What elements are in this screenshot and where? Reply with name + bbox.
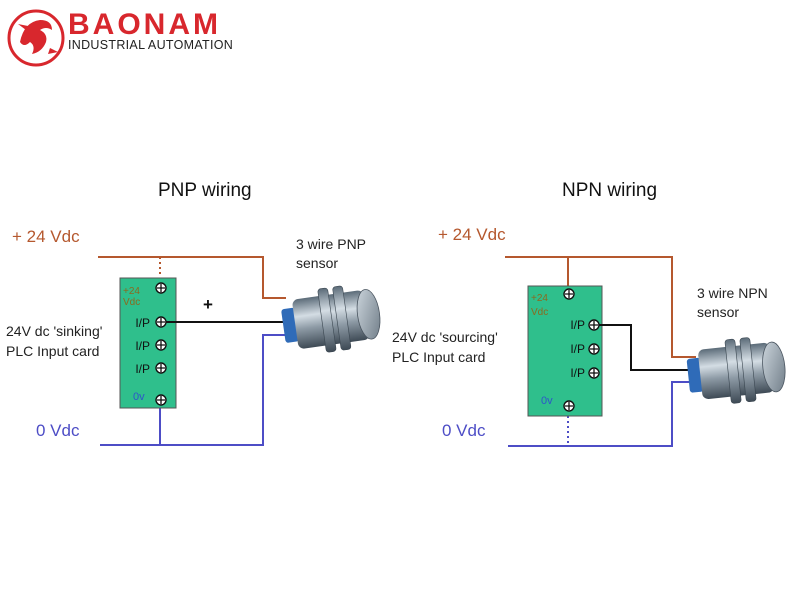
pnp-card-label-line2: PLC Input card: [6, 343, 99, 359]
pnp-terminal-cross-mark: [157, 284, 165, 404]
pnp-supply-wire: [98, 256, 286, 299]
pnp-supply-label: + 24 Vdc: [12, 227, 80, 246]
npn-card-input-1: I/P: [570, 318, 585, 332]
pnp-terminal-crosses: [157, 284, 165, 404]
pnp-sensor-label-line2: sensor: [296, 255, 338, 271]
npn-sensor-nut: [724, 338, 742, 404]
npn-terminal-crosses: [565, 290, 598, 410]
npn-card-input-3: I/P: [570, 366, 585, 380]
pnp-sensor-label-line1: 3 wire PNP: [296, 236, 366, 252]
pnp-sensor-nut: [332, 285, 352, 351]
npn-card-input-2: I/P: [570, 342, 585, 356]
wiring-diagram: PNP wiring + 24 Vdc 0 Vdc +24 Vdc I/P I/…: [6, 180, 786, 447]
pnp-card-input-2: I/P: [135, 339, 150, 353]
pnp-input-card: [119, 277, 177, 409]
brand-tagline: INDUSTRIAL AUTOMATION: [68, 38, 234, 52]
npn-sensor-nut: [739, 337, 757, 403]
pnp-card-0v: 0v: [133, 391, 145, 403]
pnp-card-input-1: I/P: [135, 316, 150, 330]
pnp-card-label-line1: 24V dc 'sinking': [6, 323, 102, 339]
npn-card-vdc-bottom: Vdc: [531, 307, 548, 318]
npn-sensor-image: [686, 337, 786, 404]
pnp-section: PNP wiring + 24 Vdc 0 Vdc +24 Vdc I/P I/…: [6, 180, 381, 446]
npn-card-label-line1: 24V dc 'sourcing': [392, 329, 498, 345]
pnp-card-vdc-bottom: Vdc: [123, 297, 140, 308]
npn-card-label-line2: PLC Input card: [392, 349, 485, 365]
npn-card-0v: 0v: [541, 395, 553, 407]
pnp-title: PNP wiring: [158, 180, 252, 201]
npn-title: NPN wiring: [562, 180, 657, 201]
pnp-sensor-face: [356, 289, 381, 340]
dragon-emblem-shape: [20, 20, 52, 54]
npn-terminal-cross-mark: [565, 290, 598, 410]
brand-name: BAONAM: [68, 8, 221, 41]
pnp-plus-mark: +: [203, 295, 213, 314]
dragon-wing-shape: [18, 24, 58, 54]
pnp-card-input-3: I/P: [135, 362, 150, 376]
npn-sensor-label-line1: 3 wire NPN: [697, 285, 768, 301]
pnp-card-vdc-top: +24: [123, 286, 140, 297]
npn-ground-wire: [508, 381, 696, 447]
pnp-sensor-nut: [317, 287, 337, 353]
npn-supply-label: + 24 Vdc: [438, 225, 506, 244]
pnp-sensor-image: [281, 285, 381, 353]
npn-card-vdc-top: +24: [531, 293, 548, 304]
baonam-logo: [7, 9, 65, 67]
npn-signal-wire: [599, 324, 700, 371]
npn-section: NPN wiring + 24 Vdc 0 Vdc +24 Vdc I/P I/…: [392, 180, 786, 447]
npn-supply-wire: [505, 256, 696, 358]
dragon-emblem-icon: [7, 9, 65, 67]
pnp-ground-label: 0 Vdc: [36, 421, 80, 440]
npn-sensor-face: [762, 341, 786, 393]
pnp-ground-wire: [100, 334, 286, 446]
npn-sensor-label-line2: sensor: [697, 304, 739, 320]
npn-ground-label: 0 Vdc: [442, 421, 486, 440]
